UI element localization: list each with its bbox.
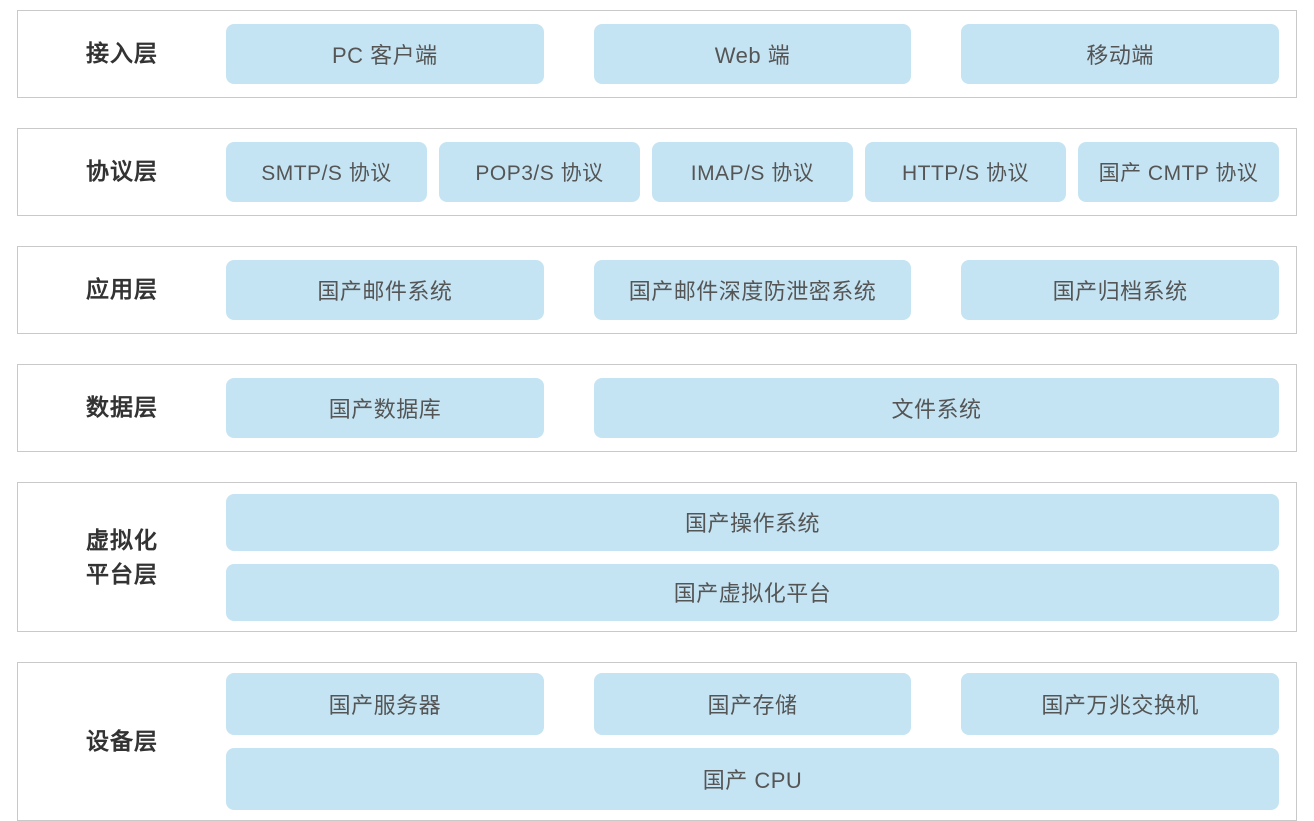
layer-row-access: 接入层 PC 客户端 Web 端 移动端 xyxy=(17,10,1297,98)
tile-domestic-virtualization-platform[interactable]: 国产虚拟化平台 xyxy=(226,563,1279,621)
tile-domestic-10g-switch[interactable]: 国产万兆交换机 xyxy=(961,673,1280,735)
tile-domestic-cpu[interactable]: 国产 CPU xyxy=(226,748,1279,810)
tile-file-system[interactable]: 文件系统 xyxy=(594,378,1279,438)
tile-line: 国产操作系统 xyxy=(226,493,1279,551)
tile-line: PC 客户端 Web 端 移动端 xyxy=(226,24,1280,84)
tile-mobile-client[interactable]: 移动端 xyxy=(961,24,1280,84)
tile-domestic-storage[interactable]: 国产存储 xyxy=(593,673,912,735)
tile-domestic-server[interactable]: 国产服务器 xyxy=(226,673,544,735)
tile-line: 国产邮件系统 国产邮件深度防泄密系统 国产归档系统 xyxy=(226,260,1280,320)
layer-label-line-1: 虚拟化 xyxy=(86,526,158,553)
tile-line: 国产数据库 文件系统 xyxy=(226,378,1279,438)
layer-body-data: 国产数据库 文件系统 xyxy=(226,365,1296,451)
tile-line: 国产虚拟化平台 xyxy=(226,563,1279,621)
tile-domestic-mail-system[interactable]: 国产邮件系统 xyxy=(226,260,544,320)
layer-row-application: 应用层 国产邮件系统 国产邮件深度防泄密系统 国产归档系统 xyxy=(17,246,1297,334)
tile-pop3s-protocol[interactable]: POP3/S 协议 xyxy=(439,142,640,202)
tile-web-client[interactable]: Web 端 xyxy=(593,24,912,84)
layer-label-protocol: 协议层 xyxy=(86,158,158,185)
tile-line: 国产服务器 国产存储 国产万兆交换机 xyxy=(226,673,1280,735)
layer-label-application: 应用层 xyxy=(86,276,158,303)
layer-body-protocol: SMTP/S 协议 POP3/S 协议 IMAP/S 协议 HTTP/S 协议 … xyxy=(226,129,1296,215)
layer-row-data: 数据层 国产数据库 文件系统 xyxy=(17,364,1297,452)
layer-row-virtualization-platform: 虚拟化 平台层 国产操作系统 国产虚拟化平台 xyxy=(17,482,1297,632)
layer-label-device: 设备层 xyxy=(86,727,158,754)
tile-domestic-archive-system[interactable]: 国产归档系统 xyxy=(961,260,1280,320)
layer-body-device: 国产服务器 国产存储 国产万兆交换机 国产 CPU xyxy=(226,663,1296,820)
tile-cmtp-protocol[interactable]: 国产 CMTP 协议 xyxy=(1078,142,1279,202)
tile-domestic-operating-system[interactable]: 国产操作系统 xyxy=(226,493,1279,551)
layer-label-data: 数据层 xyxy=(86,394,158,421)
tile-domestic-database[interactable]: 国产数据库 xyxy=(226,378,544,438)
layer-label-virtualization-platform: 虚拟化 平台层 xyxy=(18,523,226,592)
tile-imaps-protocol[interactable]: IMAP/S 协议 xyxy=(652,142,853,202)
layer-body-virtualization-platform: 国产操作系统 国产虚拟化平台 xyxy=(226,483,1296,631)
layer-row-device: 设备层 国产服务器 国产存储 国产万兆交换机 国产 CPU xyxy=(17,662,1297,821)
tile-https-protocol[interactable]: HTTP/S 协议 xyxy=(865,142,1066,202)
layer-row-protocol: 协议层 SMTP/S 协议 POP3/S 协议 IMAP/S 协议 HTTP/S… xyxy=(17,128,1297,216)
tile-line: 国产 CPU xyxy=(226,748,1279,810)
tile-mail-leak-prevention-system[interactable]: 国产邮件深度防泄密系统 xyxy=(593,260,912,320)
layer-body-access: PC 客户端 Web 端 移动端 xyxy=(226,11,1296,97)
tile-smtps-protocol[interactable]: SMTP/S 协议 xyxy=(226,142,427,202)
layer-label-line-2: 平台层 xyxy=(86,561,158,587)
layer-body-application: 国产邮件系统 国产邮件深度防泄密系统 国产归档系统 xyxy=(226,247,1296,333)
tile-pc-client[interactable]: PC 客户端 xyxy=(226,24,544,84)
layer-label-access: 接入层 xyxy=(86,40,158,67)
tile-line: SMTP/S 协议 POP3/S 协议 IMAP/S 协议 HTTP/S 协议 … xyxy=(226,142,1279,202)
